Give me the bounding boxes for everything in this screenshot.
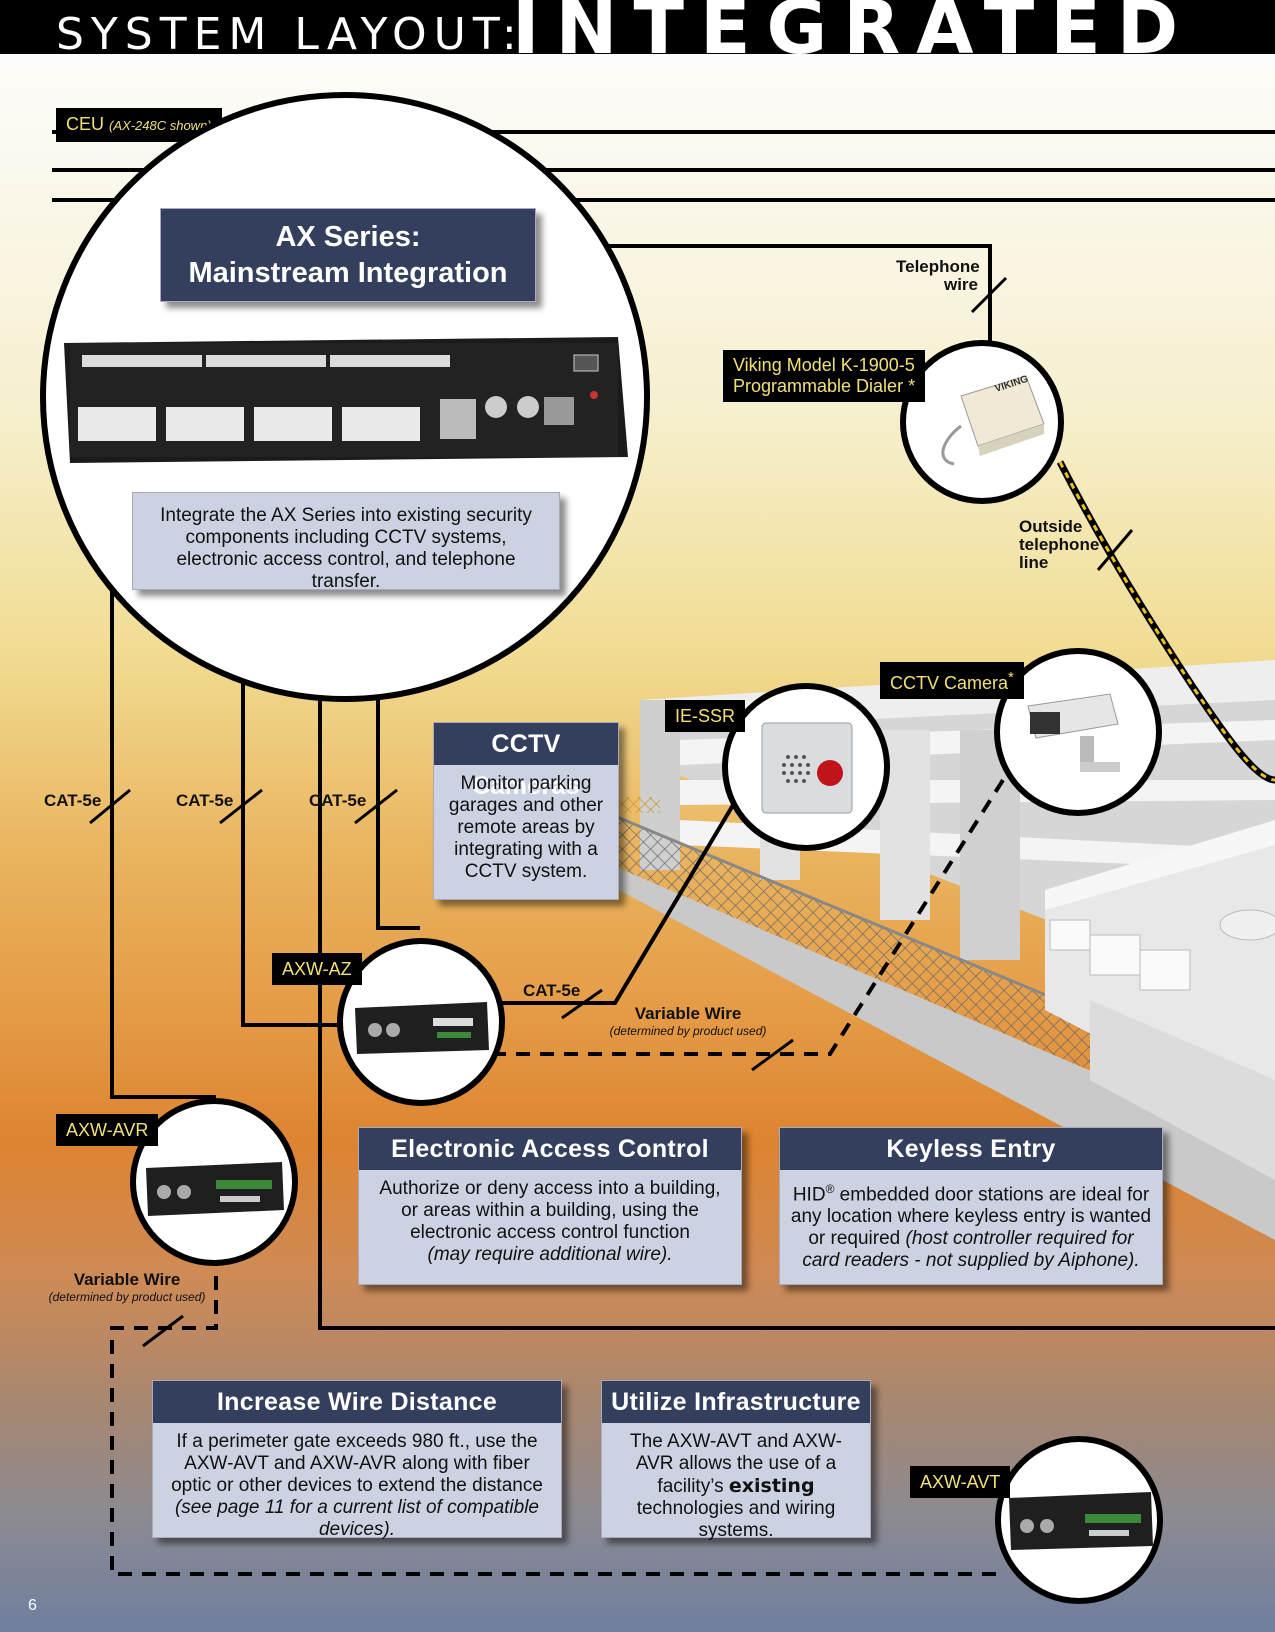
keyless-note: (host controller required for card reade… xyxy=(802,1228,1140,1272)
access-control-body: Authorize or deny access into a building… xyxy=(359,1170,741,1274)
dialer-asterisk: * xyxy=(908,376,916,396)
keyless-entry-body: HID® embedded door stations are ideal fo… xyxy=(780,1170,1162,1280)
ax-series-description-box: Integrate the AX Series into existing se… xyxy=(132,492,560,592)
wire-distance-title: Increase Wire Distance xyxy=(153,1381,561,1423)
ax-title-line1: AX Series: xyxy=(275,221,421,253)
dialer-tag: Viking Model K-1900-5 Programmable Diale… xyxy=(723,350,926,402)
access-control-note: (may require additional wire). xyxy=(427,1244,673,1265)
wire-distance-box: Increase Wire Distance If a perimeter ga… xyxy=(152,1380,562,1540)
cat5e-label-3: CAT-5e xyxy=(309,791,367,810)
axw-avr-device-image xyxy=(146,1162,284,1216)
variable-wire-label-1: Variable Wire (determined by product use… xyxy=(600,1004,776,1038)
variable-wire-2-title: Variable Wire xyxy=(73,1270,181,1289)
telephone-wire-label: Telephone wire xyxy=(896,257,980,294)
ax-series-title-box: AX Series: Mainstream Integration xyxy=(160,208,536,302)
dialer-circle: VIKING xyxy=(900,340,1064,504)
access-control-title: Electronic Access Control xyxy=(359,1128,741,1170)
dialer-device-image: VIKING xyxy=(941,374,1045,466)
ceu-wires xyxy=(52,130,1275,1330)
ceu-note: (AX-248C shown) xyxy=(109,118,212,133)
ax-series-description: Integrate the AX Series into existing se… xyxy=(160,505,532,592)
access-control-text: Authorize or deny access into a building… xyxy=(379,1178,721,1243)
wire-hash-marks xyxy=(89,276,1134,1348)
infrastructure-text-a: The AXW-AVT and AXW-AVR allows the use o… xyxy=(630,1431,842,1497)
infrastructure-body: The AXW-AVT and AXW-AVR allows the use o… xyxy=(602,1423,870,1550)
axw-az-circle xyxy=(337,938,505,1106)
variable-wire-1-note: (determined by product used) xyxy=(609,1024,767,1038)
cctv-camera-tag: CCTV Camera* xyxy=(880,662,1024,699)
dialer-line2: Programmable Dialer xyxy=(733,376,904,396)
infrastructure-box: Utilize Infrastructure The AXW-AVT and A… xyxy=(601,1380,871,1541)
cat5e-label-1: CAT-5e xyxy=(44,791,102,810)
ie-ssr-circle xyxy=(722,683,890,851)
infrastructure-bold: existing xyxy=(728,1475,815,1497)
access-control-box: Electronic Access Control Authorize or d… xyxy=(358,1127,742,1285)
outside-line-1: Outside xyxy=(1019,517,1083,536)
page-header: SYSTEM LAYOUT: INTEGRATED xyxy=(0,0,1275,54)
header-title-light: SYSTEM LAYOUT: xyxy=(56,9,524,55)
cat5e-label-2: CAT-5e xyxy=(176,791,234,810)
dialer-line1: Viking Model K-1900-5 xyxy=(733,355,915,375)
infrastructure-title: Utilize Infrastructure xyxy=(602,1381,870,1423)
axw-az-tag: AXW-AZ xyxy=(272,953,362,985)
axw-avt-tag: AXW-AVT xyxy=(910,1466,1011,1498)
outside-line-3: line xyxy=(1019,553,1049,572)
variable-wires xyxy=(110,778,1005,1576)
wire-distance-text: If a perimeter gate exceeds 980 ft., use… xyxy=(171,1431,543,1496)
wire-distance-body: If a perimeter gate exceeds 980 ft., use… xyxy=(153,1423,561,1549)
keyless-hid: HID xyxy=(792,1184,826,1206)
outside-line-2: telephone xyxy=(1019,535,1100,554)
ie-ssr-device-image xyxy=(761,722,853,814)
keyless-entry-box: Keyless Entry HID® embedded door station… xyxy=(779,1127,1163,1285)
axw-avt-device-image xyxy=(1009,1492,1153,1550)
axw-avt-circle xyxy=(995,1436,1163,1604)
keyless-text: embedded door stations are ideal for any… xyxy=(790,1184,1152,1250)
telephone-wire-line1: Telephone xyxy=(896,257,980,276)
telephone-wire-line2: wire xyxy=(943,275,978,294)
outside-telephone-line xyxy=(1056,460,1275,784)
cctv-camera-circle xyxy=(994,648,1162,816)
outside-line-label: Outside telephone line xyxy=(1019,518,1099,572)
keyless-reg-mark: ® xyxy=(825,1182,835,1196)
cctv-camera-label: CCTV Camera xyxy=(890,673,1009,693)
infrastructure-text-b: technologies and wiring systems. xyxy=(636,1498,836,1541)
variable-wire-label-2: Variable Wire (determined by product use… xyxy=(44,1270,210,1304)
cctv-cameras-body: Monitor parking garages and other remote… xyxy=(448,773,604,882)
ax-248c-device-image xyxy=(64,337,628,463)
axw-az-device-image xyxy=(355,1002,489,1054)
axw-avr-circle xyxy=(130,1098,298,1266)
cctv-cameras-title: CCTV Cameras xyxy=(434,723,618,800)
cctv-camera-asterisk: * xyxy=(1008,669,1014,686)
ax-title-line2: Mainstream Integration xyxy=(188,257,508,289)
header-title-bold: INTEGRATED xyxy=(512,0,1195,54)
keyless-entry-title: Keyless Entry xyxy=(780,1128,1162,1170)
page-number: 6 xyxy=(28,1597,37,1614)
variable-wire-2-note: (determined by product used) xyxy=(48,1290,206,1304)
ie-ssr-tag: IE-SSR xyxy=(665,700,746,732)
cctv-camera-image xyxy=(1027,693,1120,772)
variable-wire-1-title: Variable Wire xyxy=(634,1004,742,1023)
ceu-label: CEU xyxy=(66,114,105,134)
cat5e-label-4: CAT-5e xyxy=(523,981,581,1000)
wire-distance-note: (see page 11 for a current list of compa… xyxy=(174,1497,539,1540)
axw-avr-tag: AXW-AVR xyxy=(56,1114,159,1146)
cctv-cameras-box: CCTV Cameras Monitor parking garages and… xyxy=(433,722,619,900)
